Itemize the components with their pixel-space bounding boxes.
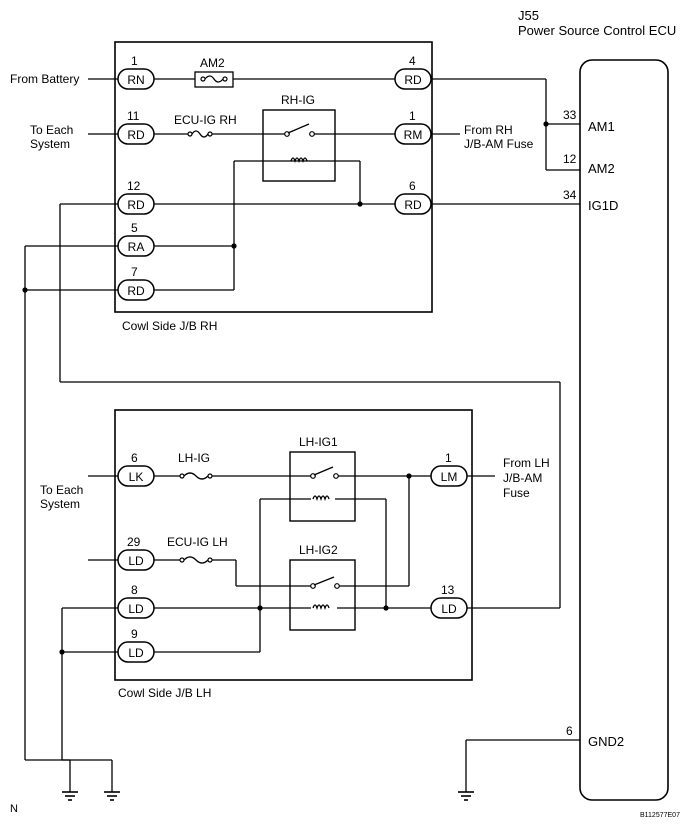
from-lh-label-line3: Fuse xyxy=(503,486,530,500)
ecu-pin-ig1d-label: IG1D xyxy=(588,198,618,213)
junction-dot xyxy=(59,649,65,655)
lh-connector-1: 1 LM xyxy=(430,451,468,487)
junction-dot xyxy=(543,121,549,127)
cowl-side-jb-lh-label: Cowl Side J/B LH xyxy=(118,686,211,700)
svg-text:1: 1 xyxy=(131,54,138,68)
junction-dot xyxy=(257,605,263,611)
svg-text:RM: RM xyxy=(404,128,423,142)
relay-rh-ig-label: RH-IG xyxy=(281,93,315,107)
rh-connector-6: 6 RD xyxy=(394,179,432,215)
fuse-ecu-ig-lh-icon xyxy=(179,556,213,564)
lh-connector-9: 9 LD xyxy=(117,627,155,663)
relay-lh-ig1-label: LH-IG1 xyxy=(299,435,338,449)
relay-lh-ig2-icon xyxy=(289,559,356,631)
svg-text:LD: LD xyxy=(441,602,457,616)
fuse-ecu-ig-rh-label: ECU-IG RH xyxy=(174,113,237,127)
ecu-pin-am2-label: AM2 xyxy=(588,161,615,176)
rh-connector-12: 12 RD xyxy=(117,179,155,215)
svg-text:5: 5 xyxy=(131,221,138,235)
lh-connector-13: 13 LD xyxy=(430,583,468,619)
ecu-pin-am1-label: AM1 xyxy=(588,119,615,134)
relay-lh-ig1-icon xyxy=(289,451,356,522)
fuse-am2-label: AM2 xyxy=(200,56,225,70)
fuse-ecu-ig-lh-label: ECU-IG LH xyxy=(167,535,228,549)
rh-connector-4: 4 RD xyxy=(394,54,432,90)
svg-text:LD: LD xyxy=(128,646,144,660)
cowl-side-jb-rh-label: Cowl Side J/B RH xyxy=(122,319,217,333)
corner-n-mark: N xyxy=(10,803,18,815)
rh-connector-5: 5 RA xyxy=(117,221,155,257)
junction-dot xyxy=(406,473,412,479)
svg-text:LD: LD xyxy=(128,602,144,616)
from-rh-label-line1: From RH xyxy=(464,123,513,137)
ecu-pin-ig1d-number: 34 xyxy=(563,188,577,202)
power-source-control-ecu xyxy=(579,59,669,801)
ground-symbol-icon xyxy=(104,791,120,801)
svg-text:LD: LD xyxy=(128,554,144,568)
svg-text:11: 11 xyxy=(127,109,140,123)
ecu-pin-am1-number: 33 xyxy=(563,108,577,122)
to-each-system-rh-line2: System xyxy=(30,137,70,151)
ecu-pin-gnd2-number: 6 xyxy=(566,724,573,738)
to-each-system-lh-line1: To Each xyxy=(40,483,83,497)
svg-text:7: 7 xyxy=(131,265,138,279)
svg-text:29: 29 xyxy=(127,535,141,549)
ground-symbol-icon xyxy=(62,791,78,801)
svg-text:LK: LK xyxy=(129,470,144,484)
rh-connector-1-rm: 1 RM xyxy=(394,109,432,145)
fuse-am2-icon xyxy=(194,71,234,88)
cowl-side-jb-lh-box xyxy=(114,409,473,681)
svg-text:RD: RD xyxy=(404,73,422,87)
svg-text:RD: RD xyxy=(127,128,145,142)
from-battery-label: From Battery xyxy=(10,72,79,86)
from-rh-label-line2: J/B-AM Fuse xyxy=(464,137,534,151)
relay-rh-ig-icon xyxy=(262,109,336,182)
svg-text:12: 12 xyxy=(127,179,141,193)
lh-connector-29: 29 LD xyxy=(117,535,155,571)
to-each-system-rh-line1: To Each xyxy=(30,123,73,137)
svg-text:RD: RD xyxy=(127,284,145,298)
fuse-lh-ig-icon xyxy=(179,472,213,480)
lh-connector-8: 8 LD xyxy=(117,583,155,619)
fuse-ecu-ig-rh-icon xyxy=(187,130,213,138)
rh-connector-7: 7 RD xyxy=(117,265,155,301)
svg-text:RD: RD xyxy=(404,198,422,212)
cowl-side-jb-rh-box xyxy=(114,41,433,313)
svg-text:LM: LM xyxy=(441,470,458,484)
junction-dot xyxy=(231,243,237,249)
svg-text:13: 13 xyxy=(441,583,455,597)
svg-text:RN: RN xyxy=(127,73,144,87)
lh-connector-6: 6 LK xyxy=(117,451,155,487)
rh-connector-11: 11 RD xyxy=(117,109,155,145)
svg-text:9: 9 xyxy=(131,627,138,641)
svg-text:RD: RD xyxy=(127,198,145,212)
fuse-lh-ig-label: LH-IG xyxy=(178,451,210,465)
from-lh-label-line2: J/B-AM xyxy=(503,471,542,485)
svg-text:1: 1 xyxy=(409,109,416,123)
junction-dot xyxy=(357,201,363,207)
svg-text:RA: RA xyxy=(128,240,145,254)
figure-code: B112577E07 xyxy=(640,812,680,819)
from-lh-label-line1: From LH xyxy=(503,456,550,470)
to-each-system-lh-line2: System xyxy=(40,497,80,511)
junction-dot xyxy=(22,287,28,293)
jb-rh-wiring xyxy=(24,78,580,792)
ecu-pin-gnd2-label: GND2 xyxy=(588,734,624,749)
rh-connector-1: 1 RN xyxy=(117,54,155,90)
jb-lh-wiring xyxy=(61,475,580,792)
svg-text:6: 6 xyxy=(409,179,416,193)
relay-lh-ig2-label: LH-IG2 xyxy=(299,543,338,557)
svg-text:6: 6 xyxy=(131,451,138,465)
ecu-id: J55 xyxy=(518,8,539,23)
ground-symbol-icon xyxy=(458,791,474,801)
junction-dot xyxy=(383,605,389,611)
svg-text:4: 4 xyxy=(409,54,416,68)
svg-text:1: 1 xyxy=(445,451,452,465)
ecu-name: Power Source Control ECU xyxy=(518,23,676,38)
svg-text:8: 8 xyxy=(131,583,138,597)
ecu-pin-am2-number: 12 xyxy=(563,152,577,166)
